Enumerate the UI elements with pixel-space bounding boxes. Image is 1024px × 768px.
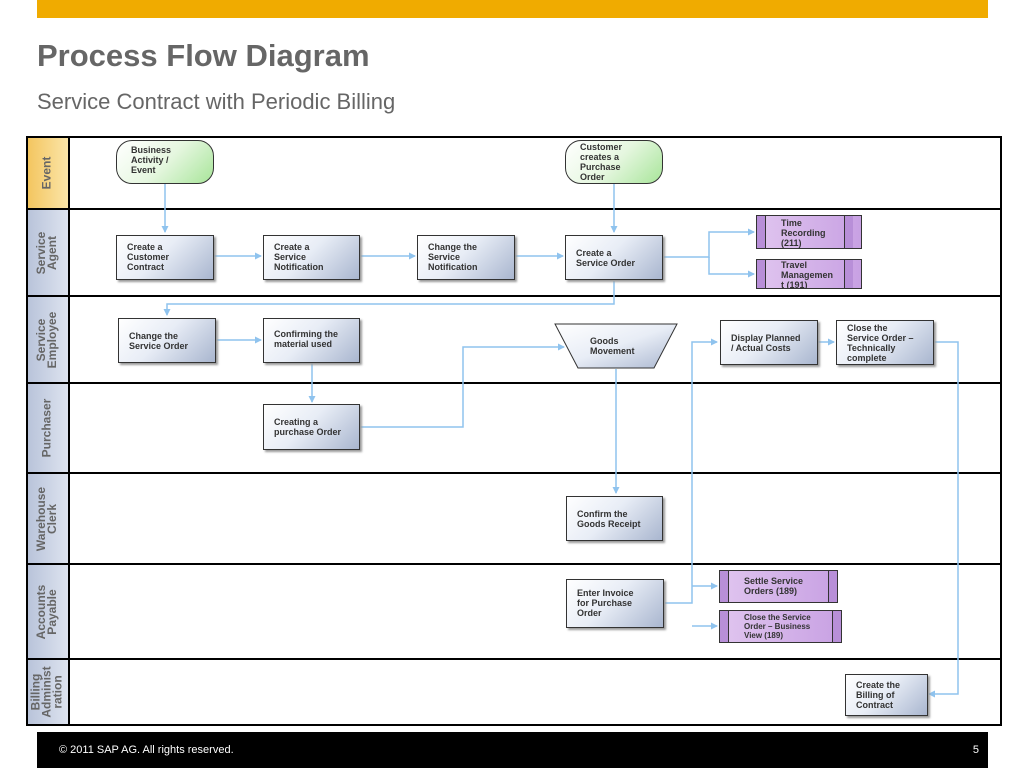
- accent-bar: [37, 0, 988, 18]
- lane-warehouse-clerk: Warehouse Clerk: [26, 474, 1002, 565]
- lane-accounts-payable: Accounts Payable: [26, 565, 1002, 660]
- subprocess-left-bar: [720, 611, 729, 642]
- page-number: 5: [972, 744, 979, 756]
- footer-bar: © 2011 SAP AG. All rights reserved. 5: [37, 732, 988, 768]
- goods-movement-shape: [554, 323, 678, 369]
- step-create-service-notification[interactable]: Create a Service Notification: [263, 235, 360, 280]
- step-display-planned-actual[interactable]: Display Planned / Actual Costs: [720, 320, 818, 365]
- step-create-billing-contract[interactable]: Create the Billing of Contract: [845, 674, 928, 716]
- step-close-service-order-technical[interactable]: Close the Service Order – Technically co…: [836, 320, 934, 365]
- lane-purchaser: Purchaser: [26, 384, 1002, 474]
- lane-service-agent: Service Agent: [26, 210, 1002, 297]
- lane-label-service-agent: Service Agent: [26, 210, 70, 295]
- lane-label-warehouse-clerk: Warehouse Clerk: [26, 474, 70, 563]
- step-creating-purchase-order[interactable]: Creating a purchase Order: [263, 404, 360, 450]
- subprocess-right-bar: [832, 611, 841, 642]
- page-title: Process Flow Diagram: [37, 38, 370, 73]
- event-business-activity[interactable]: Business Activity / Event: [116, 140, 214, 184]
- step-enter-invoice[interactable]: Enter Invoice for Purchase Order: [566, 579, 664, 628]
- step-change-service-order[interactable]: Change the Service Order: [118, 318, 216, 363]
- subprocess-right-bar: [844, 260, 853, 288]
- subprocess-travel-management[interactable]: Travel Managemen t (191): [756, 259, 862, 289]
- lane-service-employee: Service Employee: [26, 297, 1002, 384]
- subprocess-label: Settle Service Orders (189): [744, 576, 804, 596]
- subprocess-right-bar: [844, 216, 853, 248]
- subprocess-right-bar: [828, 571, 837, 602]
- page-subtitle: Service Contract with Periodic Billing: [37, 89, 396, 114]
- subprocess-label: Travel Managemen t (191): [781, 260, 834, 289]
- step-change-service-notification[interactable]: Change the Service Notification: [417, 235, 515, 280]
- subprocess-close-service-order-business[interactable]: Close the Service Order – Business View …: [719, 610, 842, 643]
- subprocess-left-bar: [757, 216, 766, 248]
- step-goods-movement[interactable]: Goods Movement: [554, 323, 678, 369]
- subprocess-label: Close the Service Order – Business View …: [744, 613, 811, 640]
- subprocess-label: Time Recording (211): [781, 218, 826, 248]
- lane-label-billing-administration: Billing Administ ration: [26, 660, 70, 724]
- step-confirm-goods-receipt[interactable]: Confirm the Goods Receipt: [566, 496, 663, 541]
- step-create-customer-contract[interactable]: Create a Customer Contract: [116, 235, 214, 280]
- goods-movement-label: Goods Movement: [590, 336, 635, 356]
- subprocess-time-recording[interactable]: Time Recording (211): [756, 215, 862, 249]
- lane-label-event: Event: [26, 138, 70, 208]
- event-customer-creates-po[interactable]: Customer creates a Purchase Order: [565, 140, 663, 184]
- copyright-text: © 2011 SAP AG. All rights reserved.: [59, 744, 234, 756]
- subprocess-left-bar: [757, 260, 766, 288]
- lane-label-accounts-payable: Accounts Payable: [26, 565, 70, 658]
- step-confirming-material[interactable]: Confirming the material used: [263, 318, 360, 363]
- subprocess-left-bar: [720, 571, 729, 602]
- lane-label-purchaser: Purchaser: [26, 384, 70, 472]
- diagram-frame: [26, 136, 1002, 726]
- lane-label-service-employee: Service Employee: [26, 297, 70, 382]
- step-create-service-order[interactable]: Create a Service Order: [565, 235, 663, 280]
- subprocess-settle-service-orders[interactable]: Settle Service Orders (189): [719, 570, 838, 603]
